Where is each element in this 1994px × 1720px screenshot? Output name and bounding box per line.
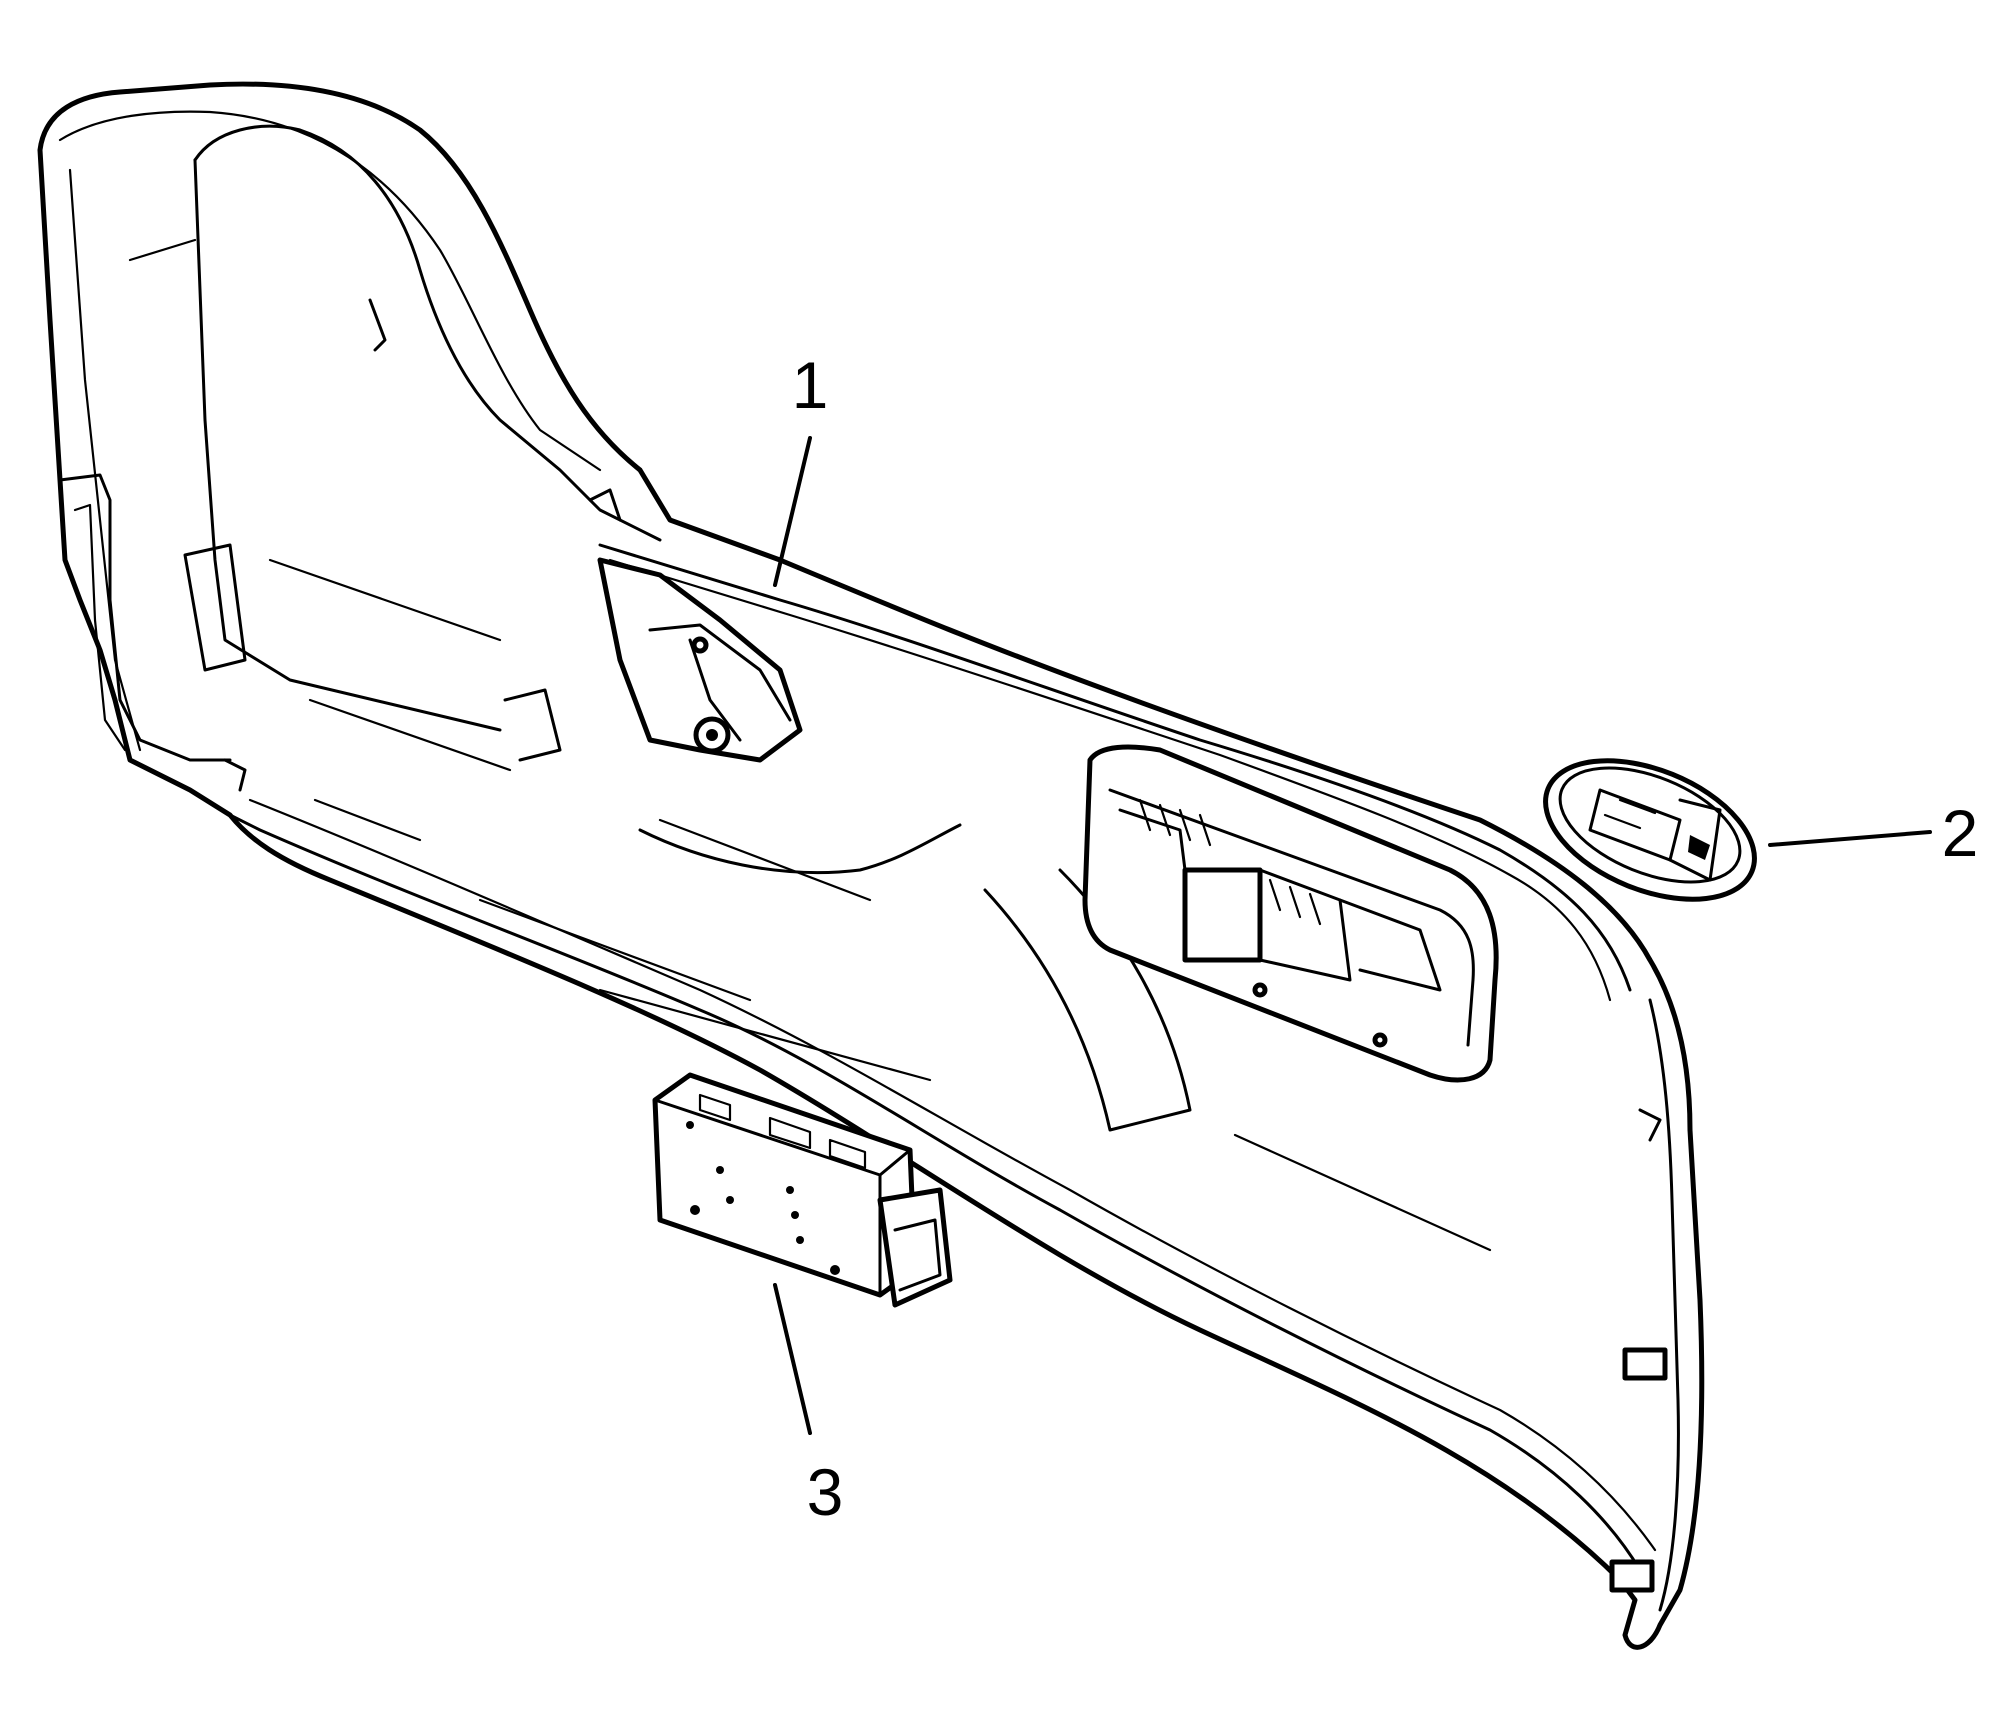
bottom-lip — [228, 813, 1642, 1572]
handle-recess — [183, 543, 247, 672]
mounting-tab-2 — [588, 488, 622, 522]
surface-line-6 — [1233, 1133, 1492, 1252]
switch-bezel-opening — [1082, 744, 1499, 1083]
mounting-tab-1 — [368, 298, 387, 352]
surface-line-8 — [128, 238, 197, 262]
mounting-tab-3 — [223, 758, 247, 792]
left-flange-inner — [73, 503, 127, 752]
upper-opening-inner-edge — [193, 158, 502, 732]
control-module-connector — [877, 1187, 953, 1308]
callout-2: 2 — [1942, 796, 1979, 870]
leader-1 — [773, 436, 812, 587]
oval-switch — [1543, 758, 1757, 902]
surface-line-2 — [308, 698, 512, 772]
top-ridge-inner — [608, 558, 1612, 1002]
upper-opening-edge — [193, 124, 662, 542]
mounting-tab-4 — [1638, 1108, 1662, 1142]
surface-line-7 — [598, 988, 932, 1082]
leader-2 — [1768, 830, 1932, 847]
oval-switch-rim — [1558, 766, 1742, 884]
leader-3 — [773, 1283, 812, 1435]
callout-3: 3 — [807, 1455, 844, 1529]
inner-rim-left — [68, 168, 142, 752]
trim-panel — [37, 81, 1705, 1650]
right-clip-lower — [1609, 1559, 1655, 1593]
right-clip-upper — [1622, 1347, 1668, 1381]
bottom-lip-inner — [248, 798, 1657, 1552]
surface-line-4 — [478, 898, 752, 1002]
surface-line-1 — [268, 558, 502, 642]
latch-bracket — [597, 557, 803, 763]
pull-cup-lower — [638, 823, 962, 875]
left-flange-tab — [58, 473, 232, 762]
top-ridge — [598, 543, 1632, 992]
inner-rim-top — [58, 110, 602, 472]
control-module — [652, 1072, 953, 1308]
surface-line-3 — [313, 798, 422, 842]
surface-line-5 — [658, 818, 872, 902]
pull-cup — [503, 688, 562, 762]
right-end-return — [1648, 998, 1680, 1612]
callout-1: 1 — [792, 348, 829, 422]
